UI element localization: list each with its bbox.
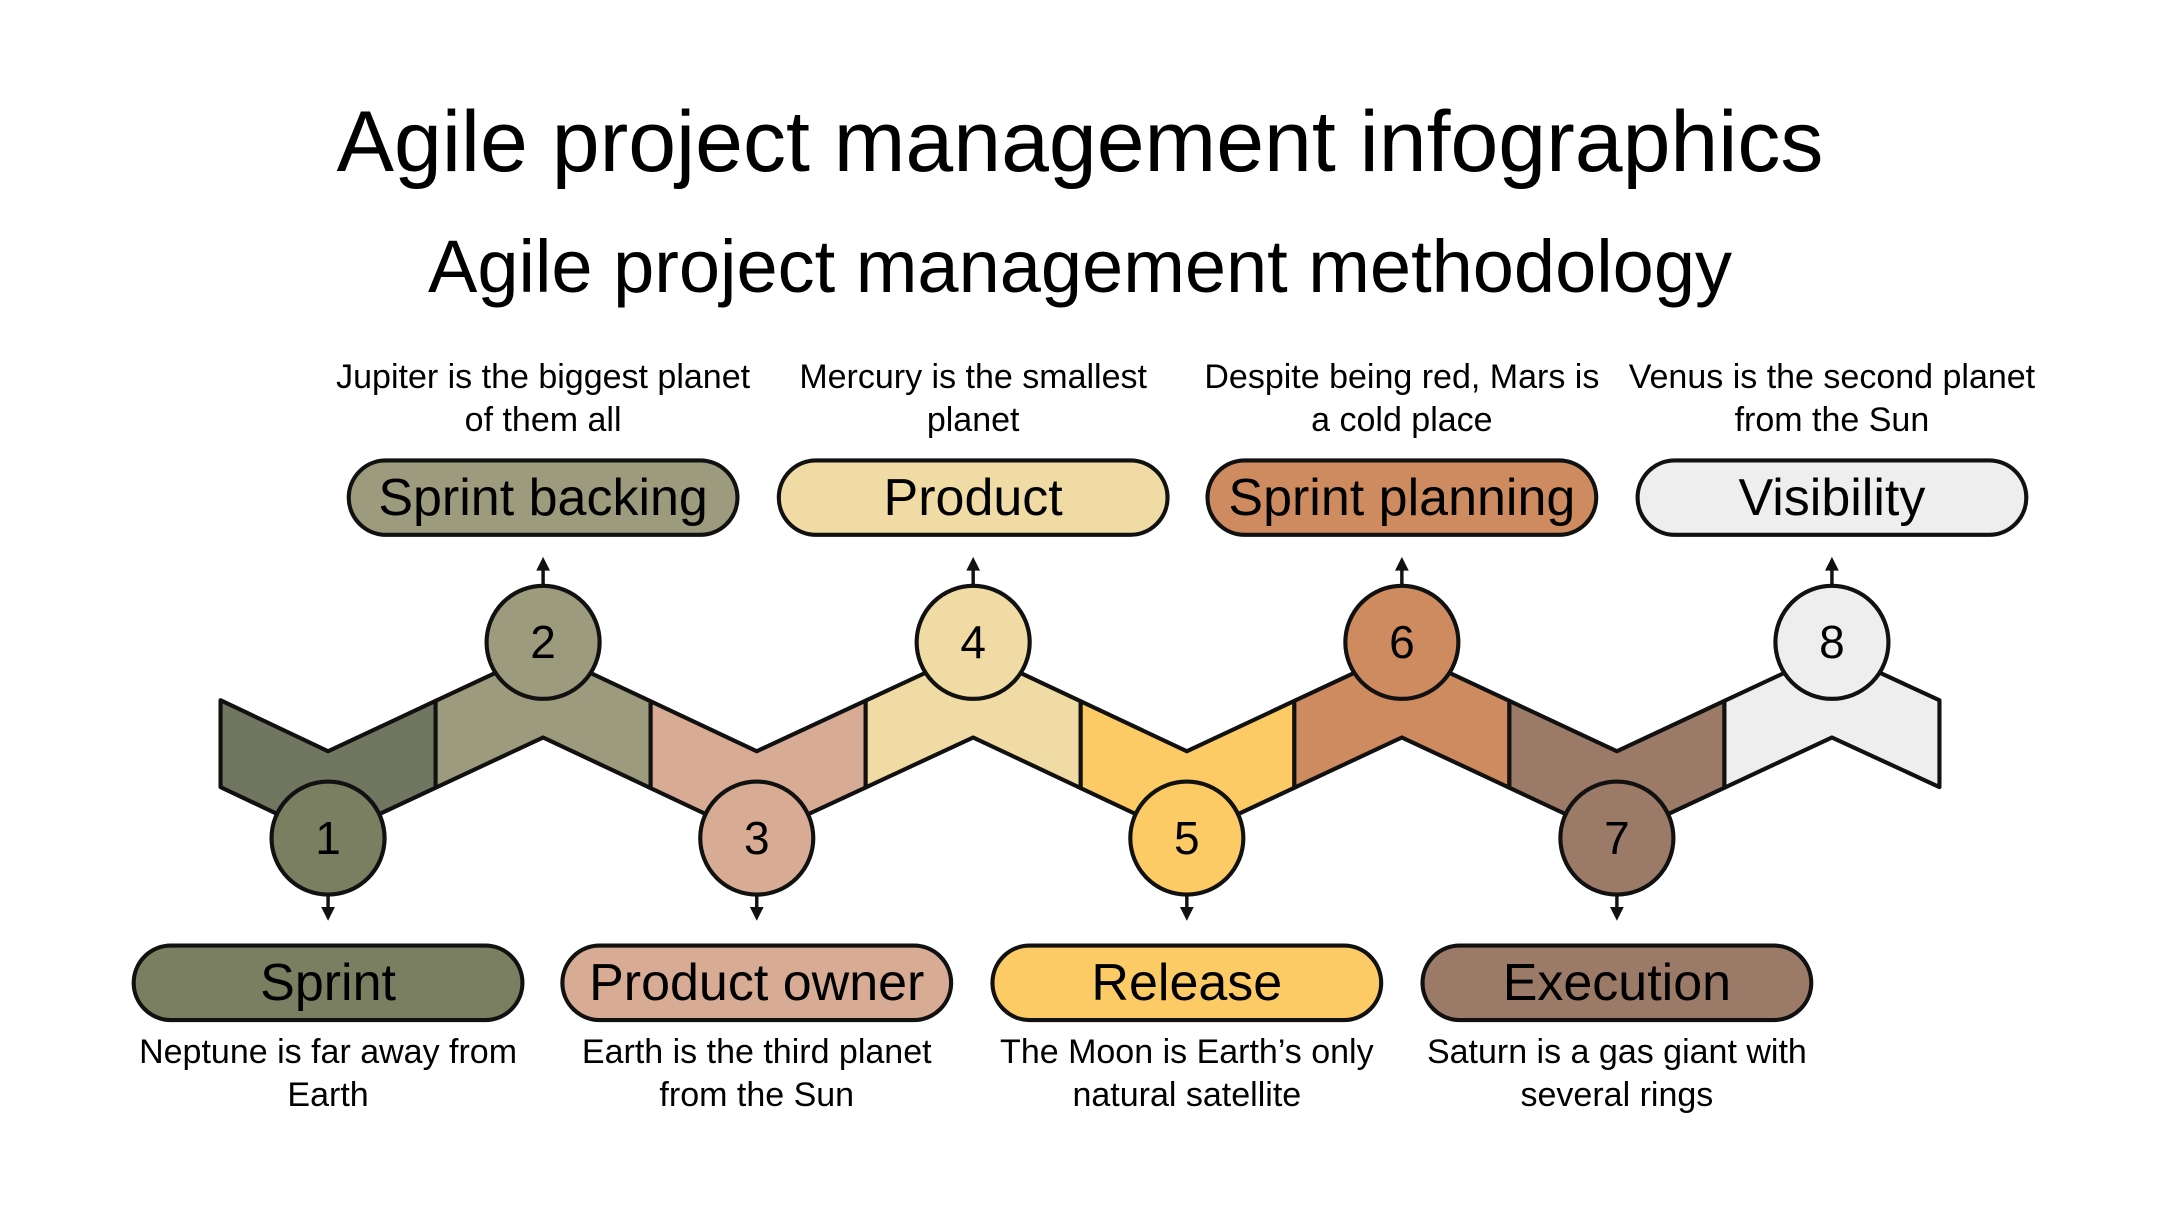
step-pill-4 bbox=[776, 458, 1170, 537]
step-circle-3 bbox=[698, 779, 816, 897]
arrow-down-icon bbox=[749, 907, 764, 921]
step-number: 7 bbox=[1604, 812, 1630, 865]
page-subtitle: Agile project management methodology bbox=[428, 225, 1732, 308]
step-label: Product owner bbox=[589, 953, 925, 1012]
step-number: 1 bbox=[315, 812, 341, 865]
step-number: 5 bbox=[1174, 812, 1200, 865]
step-description: Neptune is far away from Earth bbox=[139, 1033, 518, 1115]
step-label: Sprint bbox=[260, 953, 396, 1012]
step-label: Execution bbox=[1502, 953, 1732, 1012]
page-title: Agile project management infographics bbox=[336, 94, 1824, 190]
arrow-up-icon bbox=[966, 556, 981, 571]
step-description: Mercury is the smallest planet bbox=[799, 357, 1147, 439]
step-pill-3 bbox=[560, 943, 954, 1023]
step-pill-2 bbox=[346, 458, 740, 537]
step-pill-8 bbox=[1635, 458, 2029, 537]
step-label: Sprint planning bbox=[1228, 468, 1576, 527]
arrow-up-icon bbox=[1825, 556, 1839, 571]
arrow-down-icon bbox=[321, 907, 335, 921]
step-number: 4 bbox=[960, 616, 986, 669]
step-pill-5 bbox=[990, 943, 1384, 1023]
step-label: Release bbox=[1091, 953, 1283, 1012]
step-label: Sprint backing bbox=[378, 468, 708, 527]
step-circle-7 bbox=[1558, 779, 1676, 897]
step-number: 6 bbox=[1389, 616, 1415, 669]
step-description: Despite being red, Mars is a cold place bbox=[1204, 357, 1600, 439]
step-number: 3 bbox=[743, 812, 770, 865]
step-circle-2 bbox=[484, 583, 602, 701]
step-label: Visibility bbox=[1738, 468, 1926, 527]
step-circle-8 bbox=[1773, 583, 1891, 701]
step-pill-7 bbox=[1420, 943, 1814, 1023]
arrow-down-icon bbox=[1179, 907, 1194, 921]
arrow-up-icon bbox=[536, 556, 550, 571]
step-number: 8 bbox=[1819, 616, 1845, 669]
step-circle-4 bbox=[914, 583, 1032, 701]
step-number: 2 bbox=[530, 616, 556, 669]
step-pill-1 bbox=[131, 943, 525, 1023]
step-description: The Moon is Earth’s only natural satelli… bbox=[1000, 1033, 1374, 1115]
step-description: Venus is the second planet from the Sun bbox=[1628, 357, 2036, 439]
step-circle-6 bbox=[1343, 583, 1461, 701]
step-description: Earth is the third planet from the Sun bbox=[581, 1033, 932, 1115]
step-description: Jupiter is the biggest planet of them al… bbox=[336, 357, 751, 439]
arrow-up-icon bbox=[1394, 556, 1409, 571]
step-circle-1 bbox=[269, 779, 387, 897]
step-pill-6 bbox=[1205, 458, 1599, 537]
arrow-down-icon bbox=[1610, 907, 1624, 921]
step-description: Saturn is a gas giant with several rings bbox=[1426, 1033, 1807, 1115]
step-circle-5 bbox=[1128, 779, 1246, 897]
step-label: Product bbox=[883, 468, 1063, 527]
